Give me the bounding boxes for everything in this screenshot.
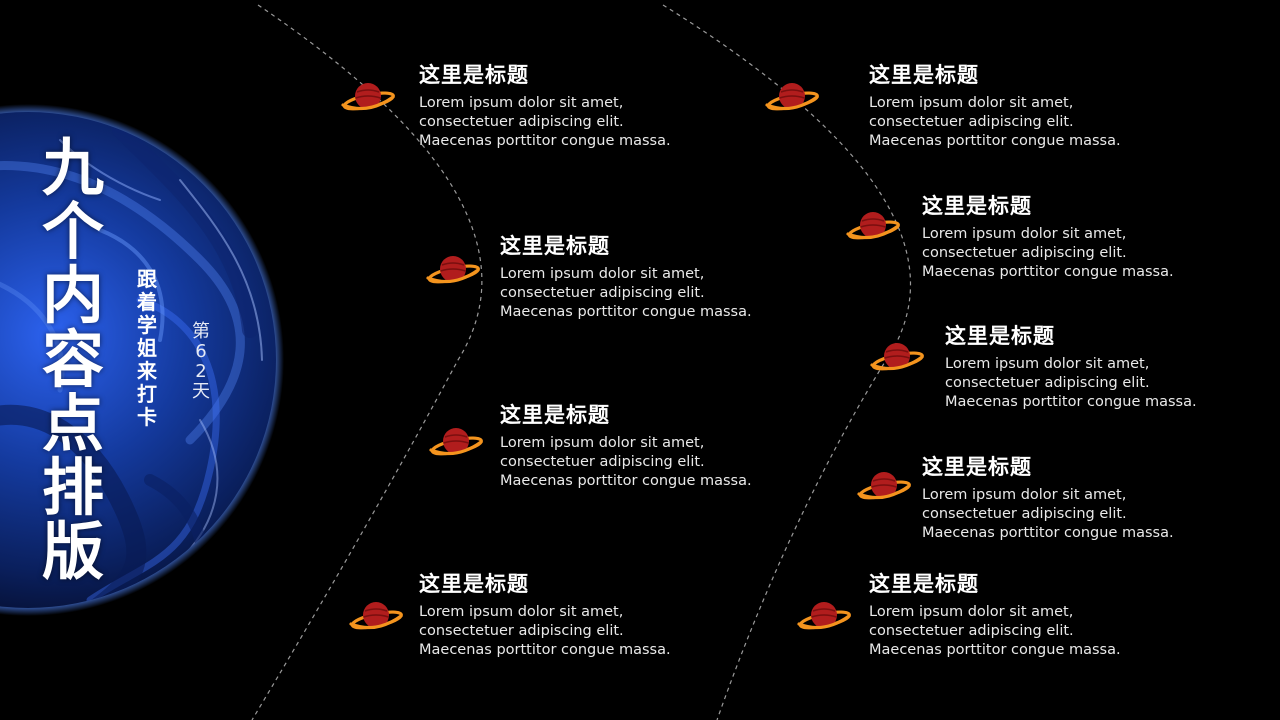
item-line: consectetuer adipiscing elit.: [500, 454, 705, 470]
globe-icon: [0, 104, 284, 616]
content-item: 这里是标题 Lorem ipsum dolor sit amet, consec…: [869, 571, 1229, 660]
planet-icon: [846, 212, 900, 240]
item-line: Lorem ipsum dolor sit amet,: [922, 487, 1127, 503]
item-title: 这里是标题: [922, 194, 1032, 218]
item-line: Maecenas porttitor congue massa.: [945, 394, 1197, 410]
item-line: consectetuer adipiscing elit.: [922, 506, 1127, 522]
subtitle-char: 卡: [137, 405, 157, 429]
day-char: 天: [192, 381, 210, 402]
content-item: 这里是标题 Lorem ipsum dolor sit amet, consec…: [922, 454, 1280, 543]
title-char: 个: [41, 195, 104, 268]
item-title: 这里是标题: [419, 63, 529, 87]
subtitle-char: 来: [137, 359, 157, 383]
planet-icon: [870, 343, 924, 371]
planet-icon: [426, 256, 480, 284]
item-title: 这里是标题: [945, 324, 1055, 348]
day-char: 6: [195, 341, 207, 362]
item-line: Lorem ipsum dolor sit amet,: [945, 356, 1150, 372]
content-item: 这里是标题 Lorem ipsum dolor sit amet, consec…: [500, 233, 860, 322]
item-line: Maecenas porttitor congue massa.: [500, 304, 752, 320]
item-line: Lorem ipsum dolor sit amet,: [500, 266, 705, 282]
main-title: 九 个 内 容 点 排 版: [38, 136, 108, 584]
planet-icon: [429, 428, 483, 456]
subtitle-char: 着: [137, 290, 157, 314]
planet-icon: [349, 602, 403, 630]
item-line: Lorem ipsum dolor sit amet,: [869, 604, 1074, 620]
title-char: 排: [41, 451, 104, 524]
content-item: 这里是标题 Lorem ipsum dolor sit amet, consec…: [500, 402, 860, 491]
content-item: 这里是标题 Lorem ipsum dolor sit amet, consec…: [922, 193, 1280, 282]
item-line: Maecenas porttitor congue massa.: [869, 133, 1121, 149]
item-title: 这里是标题: [869, 572, 979, 596]
item-line: consectetuer adipiscing elit.: [945, 375, 1150, 391]
subtitle: 跟 着 学 姐 来 打 卡: [133, 268, 161, 429]
planet-icon: [765, 83, 819, 111]
item-title: 这里是标题: [922, 455, 1032, 479]
content-item: 这里是标题 Lorem ipsum dolor sit amet, consec…: [945, 323, 1280, 412]
item-line: consectetuer adipiscing elit.: [869, 114, 1074, 130]
item-line: Lorem ipsum dolor sit amet,: [922, 226, 1127, 242]
subtitle-char: 学: [137, 313, 157, 337]
title-char: 容: [41, 323, 104, 396]
item-line: consectetuer adipiscing elit.: [869, 623, 1074, 639]
orbit-arc-inner: [251, 4, 483, 720]
item-title: 这里是标题: [869, 63, 979, 87]
item-line: Maecenas porttitor congue massa.: [922, 264, 1174, 280]
day-char: 2: [195, 361, 207, 382]
day-label: 第 6 2 天: [188, 322, 214, 402]
title-char: 内: [41, 259, 104, 332]
subtitle-char: 打: [137, 382, 157, 406]
item-line: Lorem ipsum dolor sit amet,: [869, 95, 1074, 111]
item-title: 这里是标题: [500, 403, 610, 427]
content-item: 这里是标题 Lorem ipsum dolor sit amet, consec…: [419, 571, 779, 660]
item-line: Maecenas porttitor congue massa.: [419, 642, 671, 658]
item-line: consectetuer adipiscing elit.: [500, 285, 705, 301]
item-line: Maecenas porttitor congue massa.: [500, 473, 752, 489]
item-line: Maecenas porttitor congue massa.: [922, 525, 1174, 541]
content-item: 这里是标题 Lorem ipsum dolor sit amet, consec…: [869, 62, 1229, 151]
day-char: 第: [192, 321, 210, 342]
planet-icon: [857, 472, 911, 500]
title-char: 版: [41, 515, 104, 588]
item-line: Lorem ipsum dolor sit amet,: [419, 604, 624, 620]
item-title: 这里是标题: [500, 234, 610, 258]
item-title: 这里是标题: [419, 572, 529, 596]
planet-icon: [797, 602, 851, 630]
item-line: consectetuer adipiscing elit.: [419, 623, 624, 639]
item-line: Maecenas porttitor congue massa.: [869, 642, 1121, 658]
planet-icon: [341, 83, 395, 111]
item-line: consectetuer adipiscing elit.: [419, 114, 624, 130]
title-char: 点: [41, 387, 104, 460]
item-line: Lorem ipsum dolor sit amet,: [500, 435, 705, 451]
subtitle-char: 跟: [137, 267, 157, 291]
item-line: Lorem ipsum dolor sit amet,: [419, 95, 624, 111]
content-item: 这里是标题 Lorem ipsum dolor sit amet, consec…: [419, 62, 779, 151]
subtitle-char: 姐: [137, 336, 157, 360]
item-line: Maecenas porttitor congue massa.: [419, 133, 671, 149]
item-line: consectetuer adipiscing elit.: [922, 245, 1127, 261]
title-char: 九: [41, 131, 104, 204]
